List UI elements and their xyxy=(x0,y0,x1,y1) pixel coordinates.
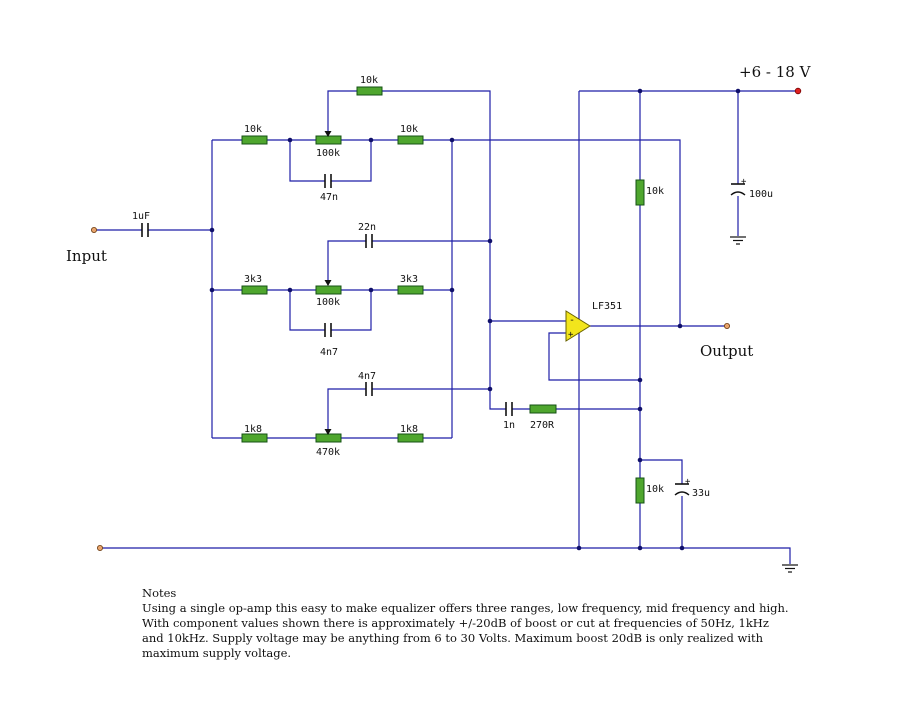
opamp-minus-sign: - xyxy=(569,315,575,326)
resistor-r-low-right xyxy=(397,135,424,145)
label-pot-high: 470k xyxy=(316,447,340,458)
resistor-r-div-top xyxy=(635,179,645,206)
label-pot-low: 100k xyxy=(316,148,340,159)
ground-terminal xyxy=(97,545,104,552)
label-r-fb-top: 10k xyxy=(360,75,378,86)
label-c-div-plus: + xyxy=(685,477,691,487)
label-r-mid-right: 3k3 xyxy=(400,274,418,285)
supply-voltage-label: +6 - 18 V xyxy=(739,63,812,81)
capacitor-c-bias xyxy=(505,402,513,416)
ground-symbols xyxy=(730,236,798,573)
capacitor-c-supply xyxy=(730,183,746,196)
label-r-div-bottom: 10k xyxy=(646,484,664,495)
opamp-plus-sign: + xyxy=(568,330,574,340)
potentiometer-wipers xyxy=(324,131,332,435)
output-label: Output xyxy=(700,342,753,360)
resistor-r-low-left xyxy=(241,135,268,145)
capacitor-c-in xyxy=(141,223,149,237)
notes-title: Notes xyxy=(142,586,177,600)
label-r-low-left: 10k xyxy=(244,124,262,135)
label-c-mid-top: 22n xyxy=(358,222,376,233)
label-c-supply-plus: + xyxy=(741,177,747,187)
label-c-mid: 4n7 xyxy=(320,347,338,358)
input-label: Input xyxy=(66,247,107,265)
capacitor-c-high-top xyxy=(365,382,373,396)
resistor-r-mid-right xyxy=(397,285,424,295)
label-c-bias: 1n xyxy=(503,420,515,431)
label-r-high-right: 1k8 xyxy=(400,424,418,435)
resistor-r-high-right xyxy=(397,433,424,443)
label-r-mid-left: 3k3 xyxy=(244,274,262,285)
potentiometer-mid xyxy=(315,285,342,295)
resistor-r-mid-left xyxy=(241,285,268,295)
label-r-high-left: 1k8 xyxy=(244,424,262,435)
notes-body: Using a single op-amp this easy to make … xyxy=(142,601,789,660)
ground-icon-main xyxy=(782,564,798,573)
capacitors xyxy=(141,174,746,496)
output-terminal xyxy=(724,322,731,329)
resistor-r-div-bottom xyxy=(635,477,645,504)
wiper-arrow-high xyxy=(324,429,332,435)
ground-icon-supply xyxy=(730,236,746,245)
label-opamp: LF351 xyxy=(592,301,622,312)
label-c-div: 33u xyxy=(692,488,710,499)
resistors xyxy=(241,86,645,504)
label-r-div-top: 10k xyxy=(646,186,664,197)
capacitor-c-mid xyxy=(324,323,332,337)
notes-block: Notes Using a single op-amp this easy to… xyxy=(142,586,792,661)
capacitor-c-div xyxy=(674,483,690,496)
capacitor-c-mid-top xyxy=(365,234,373,248)
label-c-high-top: 4n7 xyxy=(358,371,376,382)
label-c-supply: 100u xyxy=(749,189,773,200)
resistor-r-high-left xyxy=(241,433,268,443)
wiper-arrow-low xyxy=(324,131,332,137)
component-labels: 1uF 10k 10k 100k 10k 47n 22n 3k3 100k 3k… xyxy=(132,75,773,499)
resistor-r-fb-top xyxy=(356,86,383,96)
potentiometer-low xyxy=(315,135,342,145)
opamp-lf351: - + xyxy=(565,310,591,342)
resistor-r-bias xyxy=(529,404,557,414)
wiper-arrow-mid xyxy=(324,280,332,286)
potentiometer-high xyxy=(315,433,342,443)
label-r-low-right: 10k xyxy=(400,124,418,135)
input-terminal xyxy=(91,226,98,233)
junction-dots xyxy=(209,88,741,551)
label-c-in: 1uF xyxy=(132,211,150,222)
terminals xyxy=(91,87,802,552)
capacitor-c-low xyxy=(324,174,332,188)
supply-terminal xyxy=(794,87,802,95)
label-c-low: 47n xyxy=(320,192,338,203)
label-r-bias: 270R xyxy=(530,420,555,431)
label-pot-mid: 100k xyxy=(316,297,340,308)
